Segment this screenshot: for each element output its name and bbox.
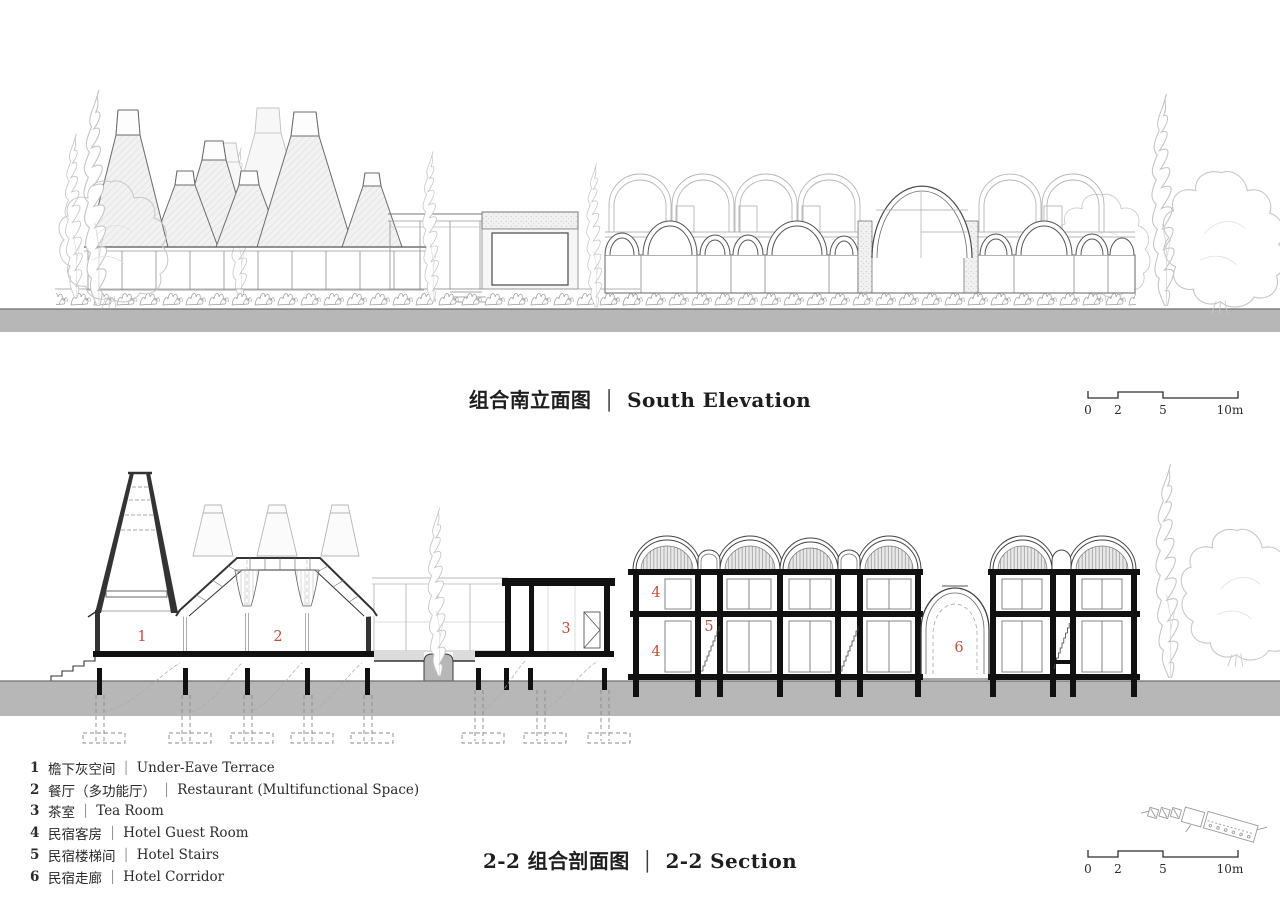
truss-roof <box>175 557 378 617</box>
stair-1 <box>701 626 720 672</box>
section-title: 2-2 组合剖面图 │ 2-2 Section <box>0 845 1280 874</box>
legend-en: Restaurant (Multifunctional Space) <box>177 781 420 798</box>
room-windows <box>664 578 912 673</box>
section-title-en: 2-2 Section <box>665 849 798 873</box>
legend-num: 1 <box>30 759 40 776</box>
skylight-cones <box>192 504 360 557</box>
legend-en: Hotel Stairs <box>136 847 220 864</box>
legend-zh: 民宿走廊 <box>48 870 102 887</box>
space-labels: 1 2 3 4 4 5 6 <box>137 585 963 660</box>
columns-upper <box>633 575 921 611</box>
hotel-block-2 <box>988 535 1140 680</box>
scale-tick-5: 5 <box>1159 403 1167 417</box>
title-divider: │ <box>603 390 616 412</box>
legend-en: Hotel Guest Room <box>123 825 249 842</box>
legend-item-1: 1 檐下灰空间 │ Under-Eave Terrace <box>30 757 419 779</box>
floor-slabs <box>40 651 614 682</box>
ground-floor-wall <box>604 254 1136 294</box>
glass-wall <box>86 251 424 291</box>
legend-zh: 茶室 <box>48 805 75 822</box>
south-elevation-drawing <box>0 89 1280 332</box>
legend-zh: 餐厅（多功能厅） <box>48 783 156 800</box>
foundations <box>82 659 1137 744</box>
legend-num: 3 <box>30 803 40 820</box>
elevation-title: 组合南立面图 │ South Elevation <box>0 384 1280 413</box>
arched-building <box>604 173 1136 294</box>
key-plan-icon <box>1140 806 1268 843</box>
vaults <box>632 535 922 571</box>
legend-item-2: 2 餐厅（多功能厅） │ Restaurant (Multifunctional… <box>30 779 419 801</box>
columns-ground <box>633 617 921 674</box>
legend-num: 2 <box>30 781 40 798</box>
scale-tick-10m: 10m <box>1217 403 1244 417</box>
legend-en: Under-Eave Terrace <box>136 759 275 776</box>
legend-divider: │ <box>163 782 171 797</box>
lower-arcade <box>604 220 1135 256</box>
legend-en: Hotel Corridor <box>123 868 225 885</box>
piles <box>82 690 631 744</box>
restaurant-section <box>87 471 378 656</box>
interior-columns <box>183 613 309 651</box>
legend-divider: │ <box>109 826 117 841</box>
tall-cone-section <box>87 471 178 618</box>
legend-item-5: 5 民宿楼梯间 │ Hotel Stairs <box>30 844 419 866</box>
cone-roof-building <box>84 107 426 300</box>
legend-item-3: 3 茶室 │ Tea Room <box>30 801 419 823</box>
legend-en: Tea Room <box>96 803 164 820</box>
tea-room-section <box>502 578 615 651</box>
elevation-title-zh: 组合南立面图 <box>468 388 592 412</box>
scale-bar-section: 0 2 5 10m <box>1084 850 1244 876</box>
legend-zh: 檐下灰空间 <box>48 761 116 778</box>
scale-bar-elevation: 0 2 5 10m <box>1084 391 1244 417</box>
space-label-6: 6 <box>954 640 963 656</box>
scale-tick-2: 2 <box>1114 403 1122 417</box>
space-label-2: 2 <box>273 629 282 645</box>
elevation-title-en: South Elevation <box>627 388 812 412</box>
legend-divider: │ <box>109 869 117 884</box>
corridor-archway <box>920 585 990 680</box>
legend-num: 6 <box>30 868 40 885</box>
large-window <box>491 232 569 286</box>
legend-num: 5 <box>30 847 40 864</box>
plant-bed-left <box>56 290 638 309</box>
space-label-5: 5 <box>704 619 713 635</box>
legend: 1 檐下灰空间 │ Under-Eave Terrace 2 餐厅（多功能厅） … <box>30 757 419 888</box>
legend-item-4: 4 民宿客房 │ Hotel Guest Room <box>30 822 419 844</box>
flat-pavilion <box>388 211 579 303</box>
space-label-1: 1 <box>137 629 146 645</box>
section-drawing: 1 2 3 4 4 5 6 <box>0 463 1280 744</box>
legend-zh: 民宿客房 <box>48 827 102 844</box>
front-cones <box>87 109 403 248</box>
hotel-block-1 <box>628 535 923 680</box>
scale-tick-0: 0 <box>1084 403 1092 417</box>
legend-divider: │ <box>122 848 130 863</box>
section-ground <box>0 680 1280 716</box>
central-arch-bay <box>857 185 979 294</box>
entrance-steps <box>40 656 96 682</box>
title-divider: │ <box>641 851 654 873</box>
stair-2 <box>840 626 859 672</box>
cut-wall-left <box>95 610 100 656</box>
legend-divider: │ <box>82 804 90 819</box>
plant-bed-right <box>606 292 1136 309</box>
scale-tick-2: 2 <box>1114 862 1122 876</box>
space-label-4-lower: 4 <box>651 644 660 660</box>
cut-wall-right <box>366 610 371 656</box>
section-title-zh: 2-2 组合剖面图 <box>482 849 630 873</box>
scale-tick-0: 0 <box>1084 862 1092 876</box>
space-label-3: 3 <box>561 621 570 637</box>
legend-num: 4 <box>30 825 40 842</box>
ground-profile-dashes <box>103 659 599 713</box>
elevation-ground <box>0 288 1280 332</box>
legend-zh: 民宿楼梯间 <box>48 849 116 866</box>
legend-item-6: 6 民宿走廊 │ Hotel Corridor <box>30 866 419 888</box>
scale-tick-10m: 10m <box>1217 862 1244 876</box>
scale-tick-5: 5 <box>1159 862 1167 876</box>
legend-divider: │ <box>122 760 130 775</box>
ground-band <box>0 309 1280 332</box>
space-label-4-upper: 4 <box>651 585 660 601</box>
